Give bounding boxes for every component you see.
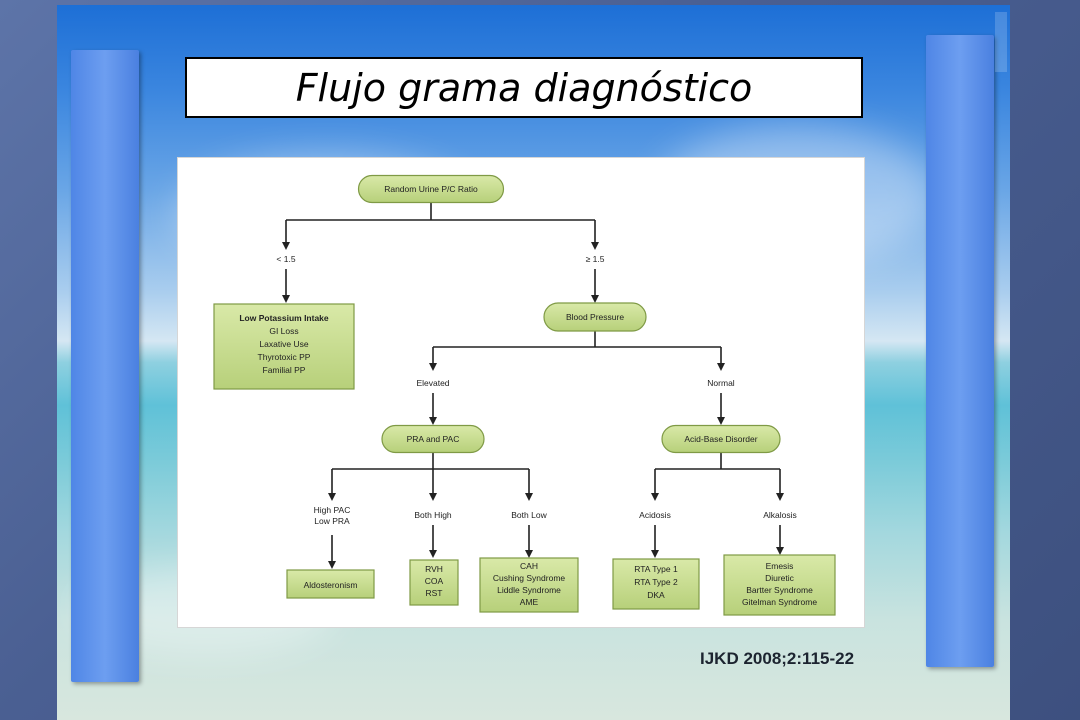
node-pra-and-pac-label: PRA and PAC <box>407 434 460 444</box>
box-alkalosis-line-1: Emesis <box>766 561 794 571</box>
box-low-potassium-intake-line-4: Thyrotoxic PP <box>258 352 311 362</box>
box-low-potassium-intake-line-1: Low Potassium Intake <box>239 313 329 323</box>
box-acidosis: RTA Type 1 RTA Type 2 DKA <box>612 558 700 610</box>
connector-acid-base-split <box>655 453 780 470</box>
box-low-potassium-intake-line-5: Familial PP <box>263 365 306 375</box>
connector-pra-split <box>332 453 529 470</box>
node-acid-base-disorder: Acid-Base Disorder <box>661 424 781 454</box>
box-alkalosis-line-3: Bartter Syndrome <box>746 585 813 595</box>
slide-title-box: Flujo grama diagnóstico <box>185 57 863 118</box>
box-aldosteronism-line-1: Aldosteronism <box>304 580 358 590</box>
box-both-high: RVH COA RST <box>409 559 459 606</box>
box-both-high-line-2: COA <box>425 576 444 586</box>
node-random-urine-pc-ratio-shape <box>357 174 505 204</box>
box-low-potassium-intake-line-3: Laxative Use <box>259 339 308 349</box>
label-alkalosis: Alkalosis <box>763 510 797 520</box>
slide-title: Flujo grama diagnóstico <box>295 65 753 110</box>
node-pra-and-pac-shape <box>381 424 485 454</box>
node-acid-base-disorder-label: Acid-Base Disorder <box>684 434 757 444</box>
box-both-low-line-3: Liddle Syndrome <box>497 585 561 595</box>
citation-text: IJKD 2008;2:115-22 <box>700 649 855 668</box>
box-acidosis-line-2: RTA Type 2 <box>634 577 678 587</box>
box-both-low-line-1: CAH <box>520 561 538 571</box>
node-acid-base-disorder-shape <box>661 424 781 454</box>
label-acidosis: Acidosis <box>639 510 671 520</box>
box-alkalosis-line-4: Gitelman Syndrome <box>742 597 817 607</box>
label-both-low: Both Low <box>511 510 547 520</box>
box-low-potassium-intake-shape <box>213 303 355 390</box>
connector-bp-split <box>433 331 721 348</box>
node-pra-and-pac: PRA and PAC <box>381 424 485 454</box>
node-blood-pressure: Blood Pressure <box>543 302 647 332</box>
connector-root-split <box>286 202 595 221</box>
box-low-potassium-intake-line-2: GI Loss <box>269 326 298 336</box>
box-both-high-shape <box>409 559 459 606</box>
left-decorative-bar <box>71 50 139 682</box>
box-both-high-line-1: RVH <box>425 564 443 574</box>
box-both-low-line-2: Cushing Syndrome <box>493 573 566 583</box>
box-acidosis-shape <box>612 558 700 610</box>
box-aldosteronism-shape <box>286 569 375 599</box>
label-less-than-1-5: < 1.5 <box>276 254 295 264</box>
label-normal: Normal <box>707 378 735 388</box>
box-acidosis-line-3: DKA <box>647 590 665 600</box>
right-decorative-bar <box>926 35 994 667</box>
label-high-pac-low-pra-line-2: Low PRA <box>314 516 350 526</box>
node-random-urine-pc-ratio: Random Urine P/C Ratio <box>357 174 505 204</box>
node-blood-pressure-label: Blood Pressure <box>566 312 624 322</box>
node-blood-pressure-shape <box>543 302 647 332</box>
box-both-high-line-3: RST <box>426 588 443 598</box>
label-elevated: Elevated <box>416 378 449 388</box>
box-both-low-shape <box>479 557 579 613</box>
label-greater-equal-1-5: ≥ 1.5 <box>586 254 605 264</box>
label-both-high: Both High <box>414 510 452 520</box>
box-acidosis-line-1: RTA Type 1 <box>634 564 678 574</box>
box-both-low-line-4: AME <box>520 597 539 607</box>
node-random-urine-pc-ratio-label: Random Urine P/C Ratio <box>384 184 478 194</box>
box-alkalosis-shape <box>723 554 836 616</box>
label-high-pac-low-pra-line-1: High PAC <box>314 505 351 515</box>
box-alkalosis-line-2: Diuretic <box>765 573 795 583</box>
box-aldosteronism: Aldosteronism <box>286 569 375 599</box>
watermark <box>995 12 1007 72</box>
